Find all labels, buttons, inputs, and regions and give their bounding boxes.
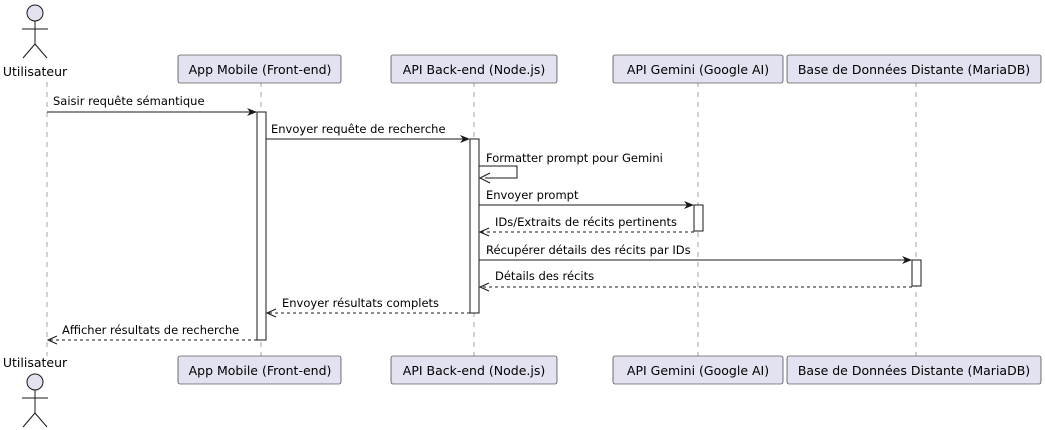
actor-icon [22, 4, 48, 59]
participant-app-bottom: App Mobile (Front-end) [177, 355, 342, 385]
actor-label: Utilisateur [3, 355, 68, 370]
message-label: Détails des récits [495, 269, 594, 283]
participant-label: API Gemini (Google AI) [627, 62, 769, 77]
message-1: Saisir requête sémantique [47, 94, 257, 116]
participant-api-bottom: API Back-end (Node.js) [390, 355, 558, 385]
participant-app-top: App Mobile (Front-end) [177, 54, 342, 84]
actor-user-top: Utilisateur [3, 4, 68, 79]
participant-gemini-top: API Gemini (Google AI) [612, 54, 784, 84]
participant-label: API Back-end (Node.js) [403, 363, 545, 378]
message-8: Envoyer résultats complets [265, 296, 470, 318]
arrowhead-icon [478, 172, 491, 184]
arrowhead-icon [46, 335, 58, 345]
activation-api [469, 138, 480, 314]
arrowhead-icon [902, 256, 912, 264]
participant-label: API Gemini (Google AI) [627, 363, 769, 378]
participant-label: App Mobile (Front-end) [189, 363, 332, 378]
participant-label: Base de Données Distante (MariaDB) [798, 62, 1030, 77]
message-6: Récupérer détails des récits par IDs [479, 243, 912, 264]
participant-gemini-bottom: API Gemini (Google AI) [612, 355, 784, 385]
activation-db [911, 259, 922, 287]
messages: Saisir requête sémantique Envoyer requêt… [46, 94, 912, 345]
message-label: Saisir requête sémantique [53, 94, 205, 108]
message-label: Envoyer résultats complets [282, 296, 439, 310]
message-3: Formatter prompt pour Gemini [478, 151, 663, 184]
actor-user-bottom: Utilisateur [3, 355, 68, 428]
message-label: Formatter prompt pour Gemini [486, 151, 663, 165]
message-2: Envoyer requête de recherche [266, 122, 470, 143]
message-label: Envoyer prompt [486, 188, 579, 202]
arrowhead-icon [478, 282, 490, 292]
participant-label: API Back-end (Node.js) [403, 62, 545, 77]
participant-label: Base de Données Distante (MariaDB) [798, 363, 1030, 378]
message-9: Afficher résultats de recherche [46, 323, 257, 345]
participant-label: App Mobile (Front-end) [189, 62, 332, 77]
lifelines [46, 82, 917, 356]
message-4: Envoyer prompt [479, 188, 694, 209]
activations [256, 111, 922, 341]
arrowhead-icon [460, 135, 470, 143]
message-label: Afficher résultats de recherche [62, 323, 239, 337]
activation-app [256, 111, 267, 341]
message-label: Récupérer détails des récits par IDs [486, 243, 691, 257]
actor-icon [22, 373, 48, 428]
participant-api-top: API Back-end (Node.js) [390, 54, 558, 84]
arrowhead-icon [265, 308, 277, 318]
message-label: Envoyer requête de recherche [271, 122, 446, 136]
participant-db-bottom: Base de Données Distante (MariaDB) [786, 355, 1042, 385]
message-label: IDs/Extraits de récits pertinents [495, 215, 677, 229]
activation-gemini [693, 204, 704, 232]
message-7: Détails des récits [478, 269, 912, 292]
actor-label: Utilisateur [3, 64, 68, 79]
arrowhead-icon [684, 201, 694, 209]
message-5: IDs/Extraits de récits pertinents [478, 215, 694, 237]
arrowhead-icon [478, 227, 490, 237]
participant-db-top: Base de Données Distante (MariaDB) [786, 54, 1042, 84]
arrowhead-icon [247, 108, 257, 116]
